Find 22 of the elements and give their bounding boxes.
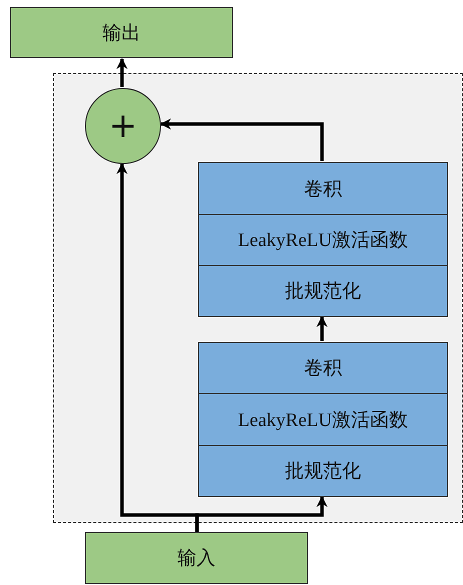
process-box: [85, 532, 308, 584]
layer-box: [198, 445, 448, 497]
box-label: 卷积: [304, 178, 342, 202]
layer-box: [198, 393, 448, 446]
box-label: LeakyReLU激活函数: [238, 229, 408, 253]
arrow: [116, 58, 128, 87]
box-label: 卷积: [304, 357, 342, 381]
arrow: [160, 118, 324, 161]
layer-box: [198, 342, 448, 394]
layer-box: [198, 265, 448, 317]
box-label: LeakyReLU激活函数: [238, 408, 408, 432]
plus-sign: +: [108, 106, 138, 146]
box-label: 批规范化: [285, 280, 361, 304]
box-label: 输出: [102, 22, 140, 46]
layer-box: [198, 214, 448, 266]
process-box: [10, 7, 233, 58]
layer-box: [198, 162, 448, 215]
dashed-frame: [53, 73, 463, 523]
arrow: [316, 316, 328, 341]
arrow: [195, 496, 328, 532]
box-label: 输入: [178, 547, 216, 571]
box-label: 批规范化: [285, 460, 361, 484]
